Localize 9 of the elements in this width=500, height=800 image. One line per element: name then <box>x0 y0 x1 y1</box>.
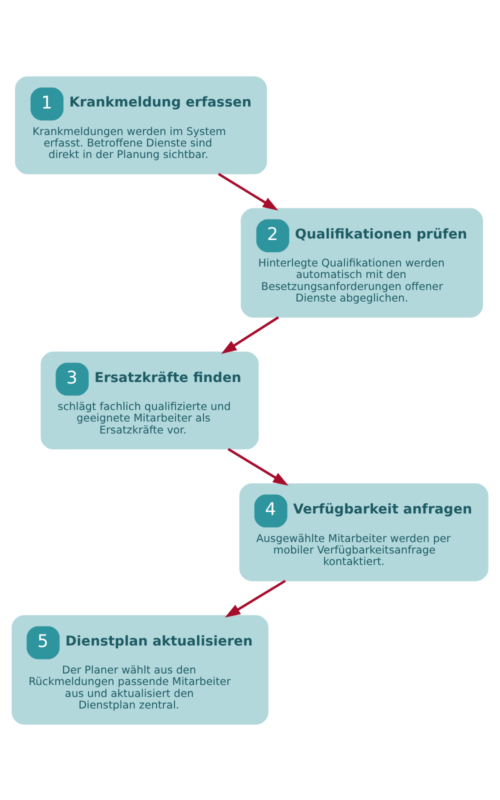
arrow <box>228 448 288 486</box>
node-box: 4 Verfügbarkeit anfragen Ausgewählte Mitarbeiter werden per mobiler Verfügbarkeitsanfrage kontaktiert. <box>239 482 488 581</box>
node-box: 2 Qualifikationen prüfen Hinterlegte Qualifikationen werden automatisch mit den Besetzungsanforderungen offener Dienste abgeglichen. <box>240 208 484 318</box>
arrow <box>218 172 278 210</box>
node-box: 1 Krankmeldung erfassen Krankmeldungen werden im System erfasst. Betroffene Dienste sind direkt in der Planung sichtbar. <box>15 76 267 174</box>
arrow <box>224 579 286 617</box>
node-box: 5 Dienstplan aktualisieren Der Planer wählt aus den Rückmeldungen passende Mitarbeiter aus und aktualisiert den Dienstplan zentral. <box>12 614 268 724</box>
node-box: 3 Ersatzkräfte finden schlägt fachlich qualifizierte und geeignete Mitarbeiter als Ersatzkräfte vor. <box>40 351 259 449</box>
arrow <box>221 316 279 354</box>
